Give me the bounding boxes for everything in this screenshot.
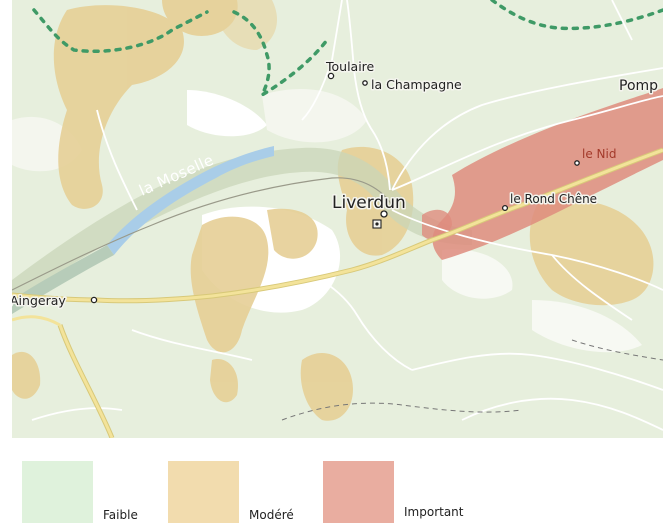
place-label-toulaire: Toulaire: [325, 59, 375, 74]
marker-aingeray[interactable]: [90, 296, 98, 304]
marker-la-champagne[interactable]: [362, 80, 368, 86]
admin-boundary: [32, 0, 663, 100]
risk-zone-high: [422, 209, 452, 241]
place-label-liverdun: Liverdun: [332, 193, 406, 213]
legend-label-faible: Faible: [103, 508, 138, 522]
map-canvas: Toulaire la Champagne Pomp Liverdun le N…: [12, 0, 663, 438]
marker-le-rond-chene[interactable]: [501, 204, 509, 212]
place-label-aingeray: Aingeray: [12, 293, 66, 308]
marker-le-nid[interactable]: [574, 160, 580, 166]
marker-toulaire[interactable]: [327, 72, 335, 80]
place-label-la-champagne: la Champagne: [371, 77, 462, 92]
place-markers: [90, 72, 580, 304]
legend-swatch-faible: [22, 461, 93, 523]
risk-zone-moderate: [12, 0, 654, 421]
open-area: [262, 89, 367, 143]
marker-liverdun[interactable]: [380, 210, 388, 218]
place-label-pomp: Pomp: [619, 78, 658, 94]
legend-label-important: Important: [404, 505, 464, 519]
legend-swatch-modere: [168, 461, 239, 523]
valley-band: [12, 147, 472, 305]
open-area: [187, 90, 267, 137]
legend: Faible Modéré Important: [0, 448, 669, 527]
river-moselle: [107, 146, 274, 255]
legend-label-modere: Modéré: [249, 508, 294, 522]
place-label-le-nid: le Nid: [582, 147, 616, 161]
legend-swatch-important: [323, 461, 394, 523]
open-area: [532, 300, 642, 353]
railway: [12, 177, 393, 291]
place-label-le-rond-chene: le Rond Chêne: [510, 192, 597, 206]
map-view[interactable]: Toulaire la Champagne Pomp Liverdun le N…: [12, 0, 663, 438]
church-icon-dot: [375, 222, 379, 226]
open-area: [442, 249, 513, 299]
tracks: [281, 339, 663, 421]
minor-roads: [31, 0, 663, 431]
